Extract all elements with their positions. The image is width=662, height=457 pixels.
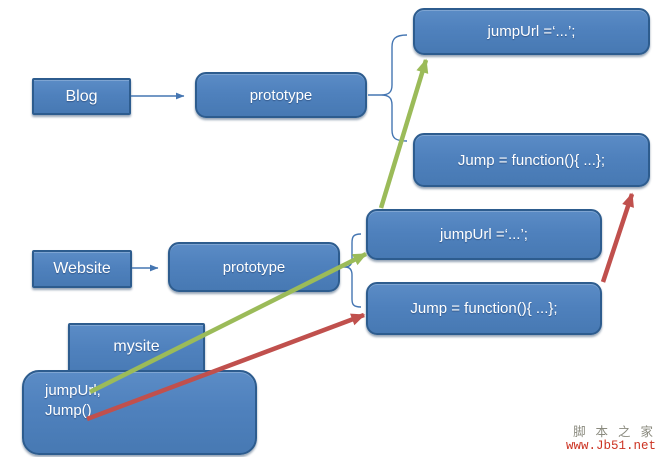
node-website-jumpurl: jumpUrl =‘...’;	[366, 209, 602, 260]
node-blog-jump-label: Jump = function(){ ...};	[457, 151, 606, 169]
node-blog-jumpurl-label: jumpUrl =‘...’;	[487, 23, 576, 40]
arrow-website-jump-to-blog-jump	[600, 192, 635, 283]
watermark-site-name: 脚 本 之 家	[573, 424, 656, 439]
node-blog-jumpurl: jumpUrl =‘...’;	[413, 8, 650, 55]
node-website-prototype: prototype	[168, 242, 340, 292]
node-mysite-instance: jumpUrl; Jump()	[22, 370, 257, 455]
node-blog-jump: Jump = function(){ ...};	[413, 133, 650, 187]
mysite-instance-members: jumpUrl; Jump()	[45, 381, 101, 421]
node-blog-prototype-label: prototype	[249, 86, 313, 104]
mysite-instance-jumpurl-line: jumpUrl;	[45, 382, 101, 399]
watermark-site-url: www.Jb51.net	[565, 439, 656, 453]
node-blog-label: Blog	[65, 87, 98, 105]
watermark: 脚 本 之 家 www.Jb51.net	[566, 424, 656, 454]
brace-website-prototype-members	[339, 233, 362, 308]
node-website-label: Website	[53, 260, 111, 277]
brace-blog-prototype-members	[368, 34, 408, 142]
node-website-jumpurl-label: jumpUrl =‘...’;	[440, 226, 528, 243]
mysite-instance-jump-line: Jump()	[45, 402, 92, 419]
node-website: Website	[32, 250, 132, 288]
node-website-prototype-label: prototype	[222, 258, 286, 276]
node-blog: Blog	[32, 78, 131, 115]
node-website-jump-label: Jump = function(){ ...};	[410, 300, 558, 317]
node-website-jump: Jump = function(){ ...};	[366, 282, 602, 335]
node-mysite-label: mysite	[113, 338, 160, 355]
node-blog-prototype: prototype	[195, 72, 367, 118]
